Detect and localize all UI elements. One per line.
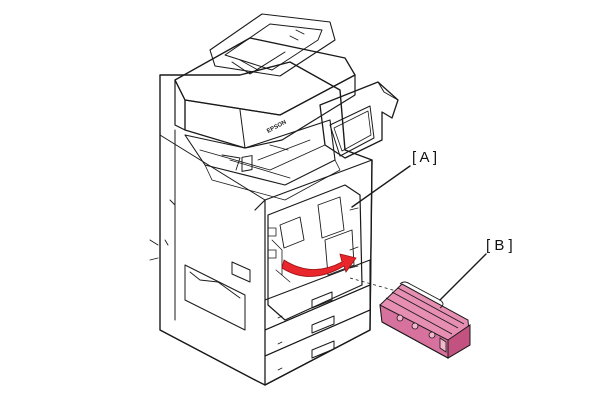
cassette-3[interactable]: [264, 309, 371, 386]
scanner-unit: [184, 74, 356, 149]
insertion-guide: [349, 277, 401, 293]
front-door[interactable]: [149, 155, 266, 331]
door-latch[interactable]: [241, 155, 253, 172]
paper-cassettes: [159, 259, 371, 386]
leader-line-a: [351, 165, 411, 208]
callout-label-a: [ A ]: [412, 149, 437, 166]
cassette-2[interactable]: [264, 284, 371, 357]
printer-illustration: EPSON: [149, 13, 401, 386]
curved-rotation-arrow-icon: [281, 253, 357, 277]
ink-compartment: [267, 184, 363, 321]
control-panel[interactable]: [319, 81, 399, 159]
ink-pack-assembly-icon: [379, 281, 471, 359]
leader-line-b: [439, 253, 487, 301]
output-tray: [184, 119, 341, 201]
printer-body-outline: [159, 61, 373, 386]
callout-label-b: [ B ]: [486, 237, 513, 254]
brand-mark: EPSON: [266, 120, 287, 135]
